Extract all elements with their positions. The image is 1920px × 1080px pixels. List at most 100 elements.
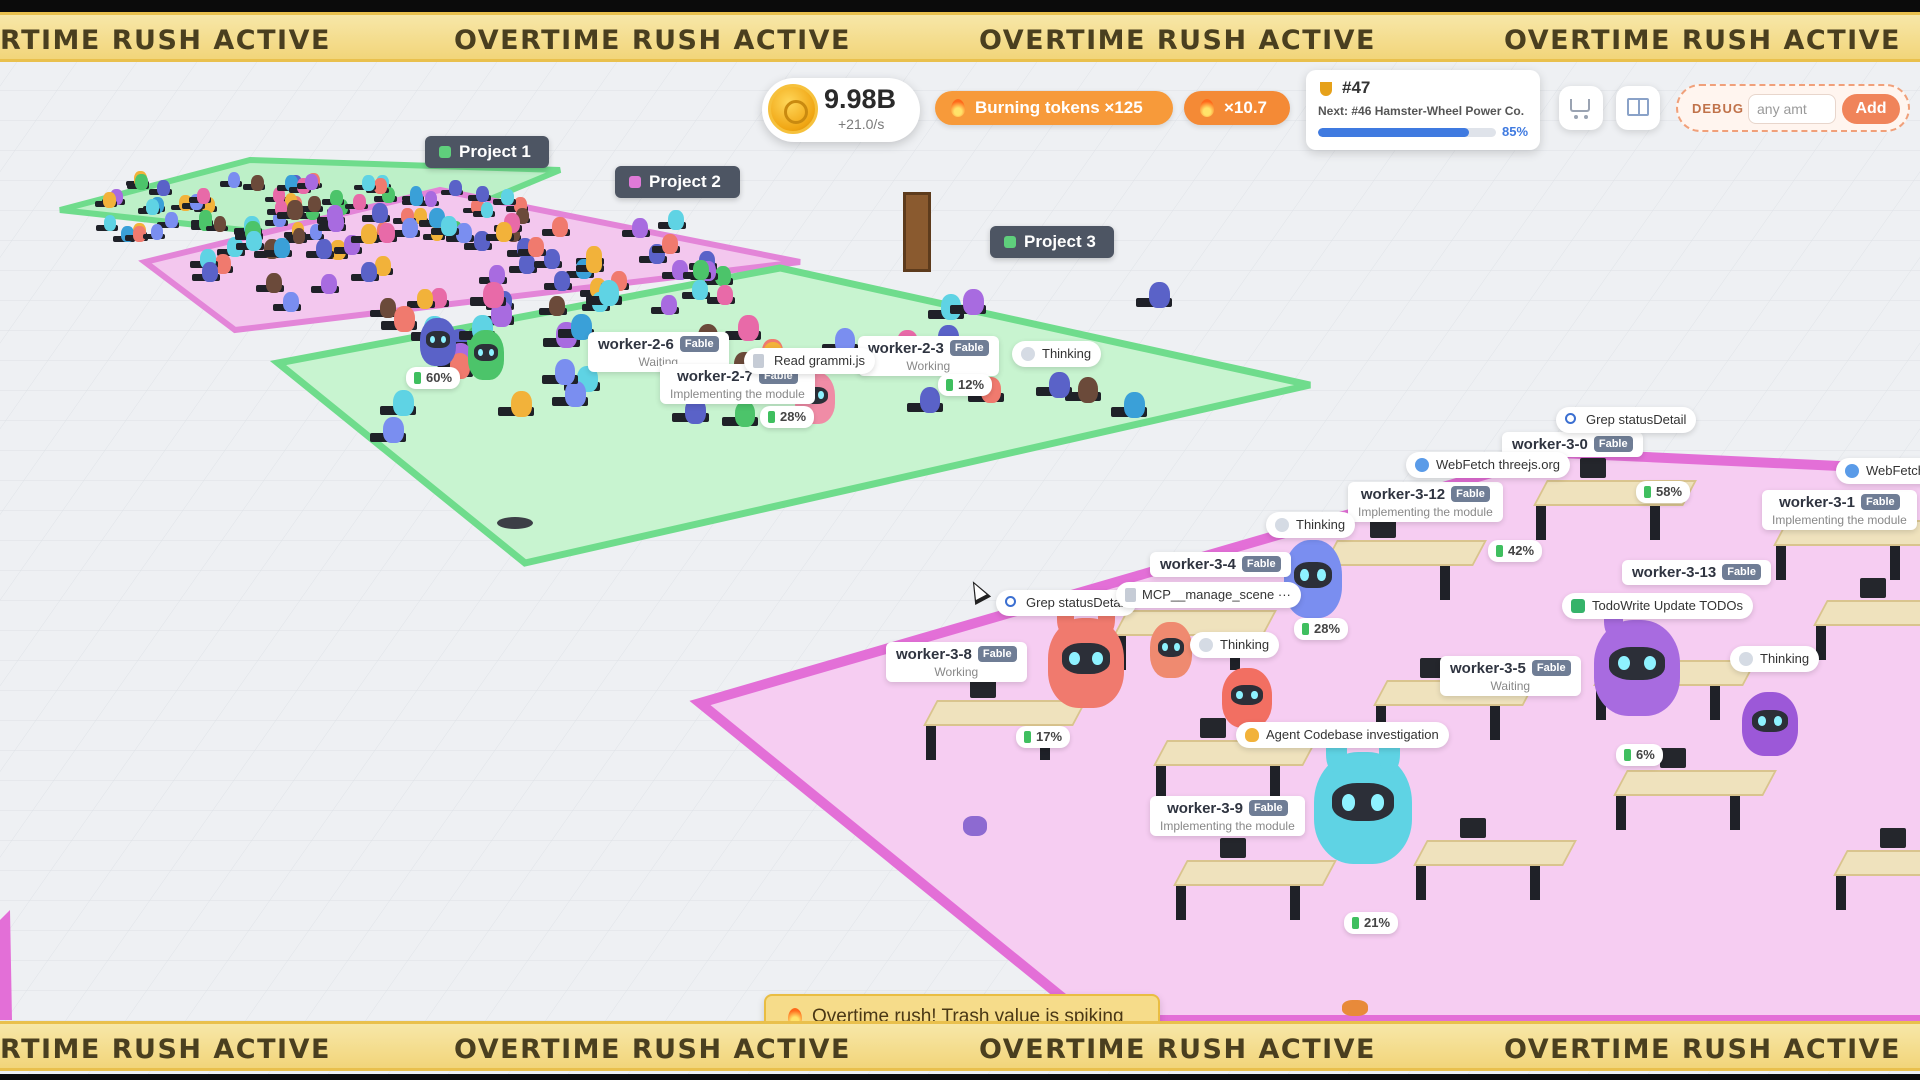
worker-bot-cyan[interactable] (1314, 727, 1412, 864)
mini-worker-bot (496, 221, 513, 242)
desk-leg (1416, 866, 1426, 900)
mini-worker-bot (631, 217, 648, 238)
activity-webfetch[interactable]: WebFetch threejs.org (1406, 452, 1571, 478)
task-progress: 12% (938, 374, 993, 396)
mini-worker-bot (201, 261, 218, 282)
mini-worker-bot (292, 228, 306, 245)
project-2-label[interactable]: Project 2 (615, 166, 740, 198)
project-3-label[interactable]: Project 3 (990, 226, 1114, 258)
mini-worker-bot (150, 223, 164, 240)
activity-agent[interactable]: Agent Codebase investigation (1236, 722, 1449, 748)
desk-leg (1156, 766, 1166, 800)
activity-read-file[interactable]: Read grammi.js (744, 348, 876, 374)
project-2-color-dot (629, 176, 641, 188)
task-progress: 60% (406, 367, 461, 389)
worker-bot-violet[interactable] (1742, 692, 1798, 756)
activity-mcp[interactable]: MCP__manage_scene ··· (1116, 582, 1301, 608)
mini-worker-bot (361, 261, 378, 282)
monitor (1860, 578, 1886, 598)
activity-thinking[interactable]: Thinking (1730, 646, 1820, 672)
task-progress: 58% (1636, 481, 1691, 503)
shop-button[interactable] (1559, 86, 1603, 130)
mini-worker-bot (564, 381, 586, 408)
desk-leg (1616, 796, 1626, 830)
letterbox-top (0, 0, 1920, 12)
worker-bot-orange[interactable] (1150, 622, 1192, 678)
next-rank-progress-fill (1318, 128, 1470, 137)
mini-worker-bot (157, 179, 171, 196)
mini-worker-bot (691, 280, 708, 301)
mini-worker-bot (598, 280, 620, 306)
mini-worker-bot (482, 281, 504, 308)
task-progress: 21% (1344, 912, 1399, 934)
thinking-icon (1739, 652, 1753, 666)
desk-leg (1176, 886, 1186, 920)
mini-worker-bot (668, 210, 685, 231)
mini-worker-bot (519, 254, 536, 275)
worker-bot-coral[interactable] (1222, 668, 1272, 728)
thinking-icon (1275, 518, 1289, 532)
overtime-banner-bottom: RTIME RUSH ACTIVE OVERTIME RUSH ACTIVE O… (0, 1021, 1920, 1071)
trash-item[interactable] (1342, 1000, 1368, 1016)
debug-add-button[interactable]: Add (1842, 94, 1900, 124)
project-3-color-dot (1004, 236, 1016, 248)
mini-worker-bot (440, 215, 457, 236)
activity-thinking[interactable]: Thinking (1190, 632, 1280, 658)
mini-worker-bot (374, 178, 387, 195)
mini-worker-bot (554, 270, 571, 291)
banner-text: OVERTIME RUSH ACTIVE (1504, 1034, 1901, 1065)
mini-worker-bot (476, 185, 490, 202)
worker-bot-indigo[interactable] (420, 318, 456, 366)
mini-worker-bot (392, 390, 414, 417)
mini-worker-bot (196, 187, 210, 204)
mini-worker-bot (362, 175, 375, 192)
worker-bot-red[interactable] (1048, 598, 1124, 708)
desk (1323, 540, 1487, 566)
activity-todowrite[interactable]: TodoWrite Update TODOs (1562, 593, 1754, 619)
mini-worker-bot (380, 297, 397, 318)
mini-worker-bot (1123, 391, 1145, 418)
multiplier-badge: ×10.7 (1184, 91, 1290, 125)
desk-leg (926, 726, 936, 760)
file-icon (753, 354, 764, 368)
mini-worker-bot (737, 315, 759, 342)
desk (1173, 860, 1337, 886)
leaderboard-rank[interactable]: #47 Next: #46 Hamster-Wheel Power Co. 85… (1306, 70, 1540, 150)
desk-leg (1836, 876, 1846, 910)
activity-grep[interactable]: Grep statusDetail (1556, 407, 1697, 433)
project-1-label[interactable]: Project 1 (425, 136, 549, 168)
worker-bot-blue[interactable] (1284, 540, 1342, 618)
desk-leg (1730, 796, 1740, 830)
debug-amount-input[interactable] (1748, 94, 1836, 124)
guide-button[interactable] (1616, 86, 1660, 130)
trash-item[interactable] (963, 816, 987, 836)
mini-worker-bot (145, 198, 159, 215)
search-icon (1565, 413, 1576, 424)
activity-webfetch[interactable]: WebFetch (1836, 458, 1920, 484)
rank-number: #47 (1342, 78, 1371, 97)
mini-worker-bot (402, 218, 419, 239)
monitor (1420, 658, 1446, 678)
monitor (970, 678, 996, 698)
desk-leg (1290, 886, 1300, 920)
battery-icon (1024, 731, 1031, 743)
worker-bot-purple[interactable] (1594, 598, 1680, 716)
desk-leg (1530, 866, 1540, 900)
activity-thinking[interactable]: Thinking (1012, 341, 1102, 367)
mini-worker-bot (548, 296, 565, 317)
coin-rate: +21.0/s (838, 116, 885, 132)
mini-worker-bot (410, 190, 424, 207)
trash-item[interactable] (497, 517, 533, 529)
worker-bot-green[interactable] (468, 330, 504, 380)
activity-thinking[interactable]: Thinking (1266, 512, 1356, 538)
activity-grep[interactable]: Grep statusDetail (996, 590, 1137, 616)
